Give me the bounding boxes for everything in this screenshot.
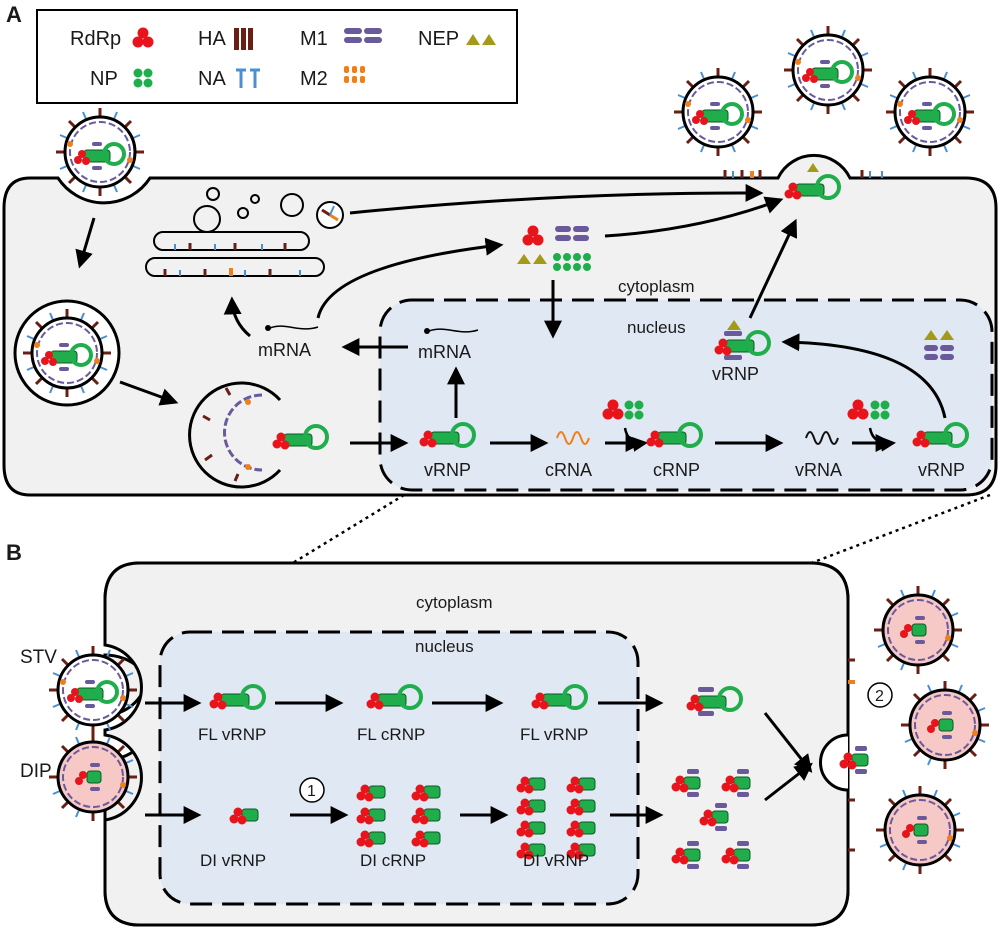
legend-m2-label: M2 [300,68,328,90]
export-vrnp-icon [712,320,771,360]
endosome-virion [21,307,113,399]
nucleus-b-label: nucleus [415,637,474,656]
nep-icon [466,34,496,45]
transport-vesicle [316,201,344,229]
legend-m1-label: M1 [300,28,328,50]
fl-vrnp-2-label: FL vRNP [520,725,588,744]
legend-nep-label: NEP [418,28,459,50]
stv-virion [47,644,139,736]
cytoplasm-a-label: cytoplasm [618,277,695,296]
m2-icon [344,66,365,83]
protein-pool [517,225,591,271]
panel-b-label: B [6,540,22,565]
di-vrnp-2-label: DI vRNP [523,851,589,870]
ha-icon [234,28,253,50]
fl-export-vrnp [684,686,743,716]
na-icon [236,68,260,88]
crna-label: cRNA [545,460,592,480]
mrna-cytoplasm [265,325,319,331]
stv-label: STV [20,647,57,668]
vrnp-2-label: vRNP [918,460,965,480]
uncoating-virion [188,381,329,489]
dip-label: DIP [20,761,52,782]
fl-vrnp-1-label: FL vRNP [198,725,266,744]
di-crnp-label: DI cRNP [360,851,426,870]
nep-m1-group [924,330,954,360]
fl-crnp-label: FL cRNP [357,725,425,744]
legend-rdrp-label: RdRp [70,28,121,50]
step-1-badge [299,777,325,803]
legend-np-label: NP [90,68,118,90]
mrna-cytoplasm-label: mRNA [258,340,311,360]
crnp-label: cRNP [653,460,700,480]
crna-strand [556,431,590,445]
budding-virion [782,163,841,202]
legend-na-label: NA [198,68,226,90]
dip-virion [47,731,139,823]
vrna-strand [805,431,839,445]
released-virion-3 [884,66,976,158]
m1-icon [344,28,382,43]
di-vrnp-1-label: DI vRNP [200,851,266,870]
budding-site-b [819,733,869,792]
legend-ha-label: HA [198,28,226,50]
vrna-label: vRNA [795,460,842,480]
released-dip-3 [874,784,966,876]
legend: RdRp HA M1 NEP NP NA M2 [36,9,518,104]
vrnp-1-label: vRNP [424,460,471,480]
step-1-label: 1 [307,783,316,800]
released-virion-2 [782,24,874,116]
released-dip-2 [899,679,991,771]
panel-a-label: A [6,2,22,27]
mrna-nucleus [424,328,479,334]
released-dip-1 [872,584,964,676]
step-2-badge [867,682,893,708]
mrna-nucleus-label: mRNA [418,342,471,362]
cytoplasm-b-label: cytoplasm [416,593,493,612]
vrnp-export-label: vRNP [712,364,759,384]
step-2-label: 2 [875,688,884,705]
released-virion-1 [672,66,764,158]
nucleus-a-label: nucleus [627,318,686,337]
er-golgi [145,187,325,277]
entering-virion [54,106,146,198]
nucleus-b [158,630,640,906]
